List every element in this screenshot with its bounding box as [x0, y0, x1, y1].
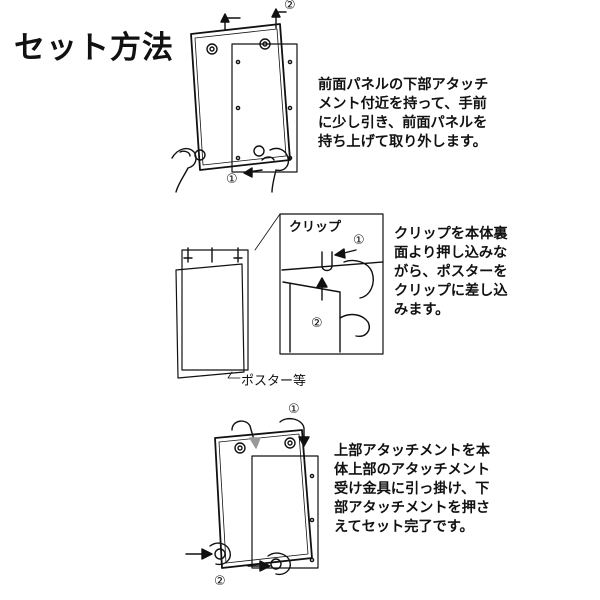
step3-line: えてセット完了です。: [334, 519, 474, 535]
step3-figure: [185, 417, 319, 576]
step1-marker-1: ①: [226, 172, 238, 187]
poster-callout: ポスター等: [241, 374, 307, 389]
step1-line: 持ち上げて取り外します。: [318, 134, 487, 150]
step1-line: に少し引き、前面パネルを: [318, 115, 488, 131]
step3-instructions: 上部アタッチメントを本 体上部のアタッチメント 受け金具に引っ掛け、下 部アタッ…: [334, 442, 490, 537]
clip-callout: クリップ: [289, 220, 342, 235]
step1-instructions: 前面パネルの下部アタッチ メント付近を持って、手前 に少し引き、前面パネルを 持…: [318, 76, 488, 152]
step3-marker-2: ②: [214, 574, 226, 589]
step1-line: 前面パネルの下部アタッチ: [318, 77, 489, 93]
step3-line: 上部アタッチメントを本: [334, 443, 491, 459]
step2-line: クリップを本体裏: [394, 226, 508, 242]
step2-line: クリップに差し込: [394, 283, 508, 299]
step3-line: 部アタッチメントを押さ: [334, 500, 491, 516]
step2-marker-1: ①: [353, 233, 365, 248]
page-title: セット方法: [14, 30, 174, 66]
step3-line: 受け金具に引っ掛け、下: [334, 481, 490, 497]
step1-line: メント付近を持って、手前: [318, 96, 487, 112]
step2-figure: [175, 213, 384, 379]
step2-marker-2: ②: [311, 316, 323, 331]
step3-marker-1: ①: [288, 402, 300, 417]
step2-instructions: クリップを本体裏 面より押し込みな がら、ポスターを クリップに差し込 みます。: [394, 225, 508, 320]
step2-line: みます。: [394, 302, 450, 318]
step2-line: 面より押し込みな: [394, 245, 508, 261]
step1-marker-2: ②: [284, 0, 296, 13]
step2-line: がら、ポスターを: [394, 264, 508, 280]
step1-figure: [171, 8, 298, 193]
step3-line: 体上部のアタッチメント: [334, 462, 491, 478]
